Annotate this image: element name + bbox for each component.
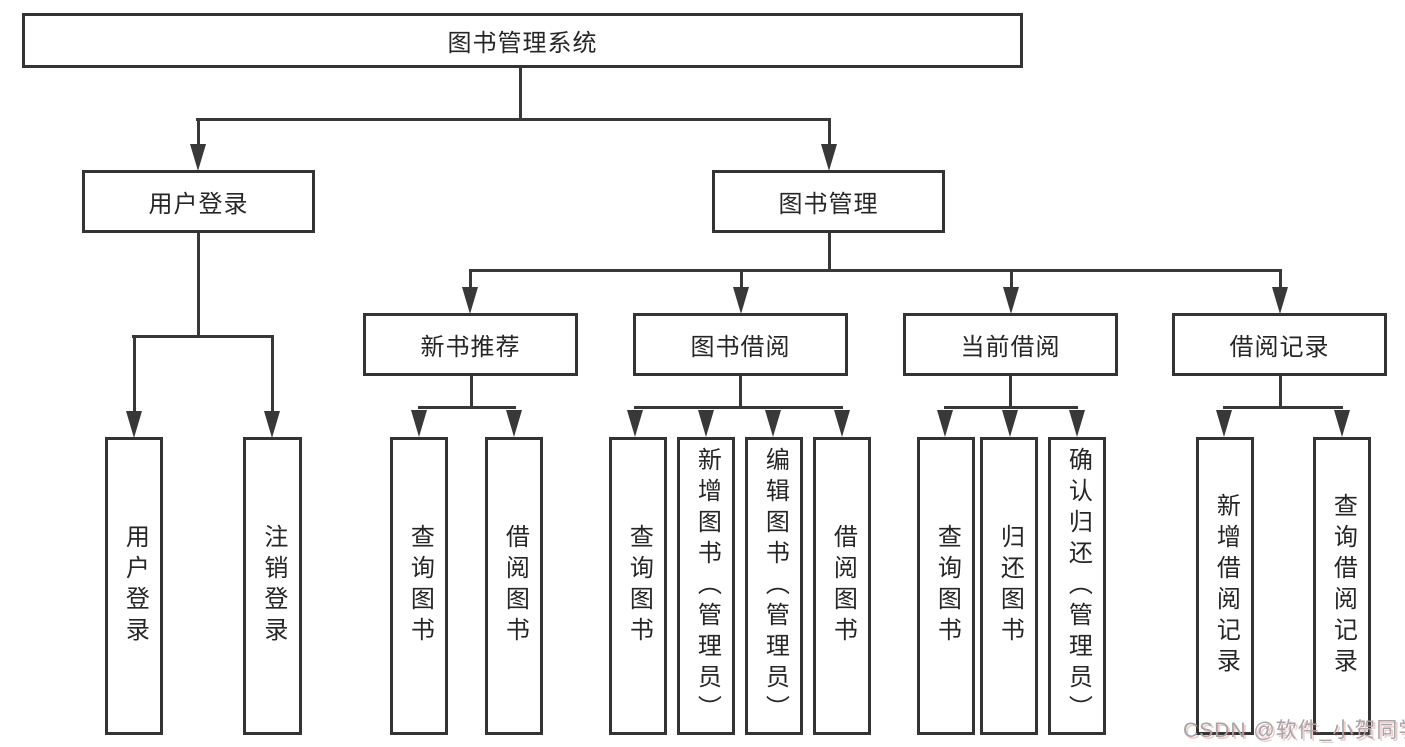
arrow-down-icon: [411, 410, 427, 437]
arrow-down-icon: [506, 410, 522, 437]
arrow-down-icon: [698, 410, 714, 437]
leaf-add-borrow-record: 新增借阅记录: [1196, 437, 1254, 735]
leaf-borrow-query-books: 查询图书: [609, 437, 667, 735]
leaf-query-borrow-record: 查询借阅记录: [1313, 437, 1371, 735]
connector-line: [132, 335, 274, 338]
arrow-down-icon: [462, 287, 478, 314]
arrow-down-icon: [190, 144, 206, 171]
connector-line: [197, 233, 200, 337]
arrow-down-icon: [733, 287, 749, 314]
leaf-recommend-query-books: 查询图书: [390, 437, 448, 735]
leaf-borrow-books: 借阅图书: [813, 437, 871, 735]
arrow-down-icon: [937, 410, 953, 437]
leaf-return-books: 归还图书: [980, 437, 1038, 735]
node-borrow-records: 借阅记录: [1172, 313, 1387, 376]
connector-line: [1279, 271, 1282, 288]
connector-line: [418, 406, 516, 409]
leaf-confirm-return-admin: 确认归还（管理员）: [1048, 437, 1106, 735]
connector-line: [470, 376, 473, 408]
arrow-down-icon: [126, 411, 142, 438]
arrow-down-icon: [765, 410, 781, 437]
connector-line: [519, 68, 522, 120]
connector-line: [1279, 376, 1282, 408]
arrow-down-icon: [1216, 410, 1232, 437]
leaf-add-books-admin: 新增图书（管理员）: [677, 437, 735, 735]
connector-line: [1223, 406, 1343, 409]
arrow-down-icon: [627, 410, 643, 437]
arrow-down-icon: [264, 411, 280, 438]
node-user-login: 用户登录: [82, 170, 315, 233]
arrow-down-icon: [1334, 410, 1350, 437]
leaf-user-login: 用户登录: [105, 437, 163, 735]
connector-line: [469, 269, 1282, 272]
leaf-logout: 注销登录: [243, 437, 302, 735]
node-book-management: 图书管理: [712, 170, 945, 233]
arrow-down-icon: [1272, 287, 1288, 314]
connector-line: [828, 233, 831, 271]
node-root: 图书管理系统: [22, 13, 1023, 68]
node-current-borrow: 当前借阅: [903, 313, 1118, 376]
connector-line: [133, 335, 136, 413]
node-book-borrow: 图书借阅: [633, 313, 848, 376]
arrow-down-icon: [834, 410, 850, 437]
connector-line: [739, 376, 742, 408]
arrow-down-icon: [1069, 410, 1085, 437]
connector-line: [196, 118, 831, 121]
leaf-recommend-borrow-books: 借阅图书: [485, 437, 543, 735]
connector-line: [1009, 376, 1012, 408]
connector-line: [634, 406, 843, 409]
connector-line: [1010, 271, 1013, 288]
arrow-down-icon: [1002, 410, 1018, 437]
leaf-current-query-books: 查询图书: [917, 437, 975, 735]
connector-line: [469, 271, 472, 288]
node-new-book-recommend: 新书推荐: [363, 313, 578, 376]
connector-line: [197, 120, 200, 146]
connector-line: [740, 271, 743, 288]
connector-line: [271, 335, 274, 413]
leaf-edit-books-admin: 编辑图书（管理员）: [745, 437, 803, 735]
csdn-watermark: CSDN @软件_小贺同学: [1183, 719, 1405, 742]
connector-line: [828, 120, 831, 146]
arrow-down-icon: [821, 144, 837, 171]
arrow-down-icon: [1003, 287, 1019, 314]
connector-line: [944, 406, 1078, 409]
